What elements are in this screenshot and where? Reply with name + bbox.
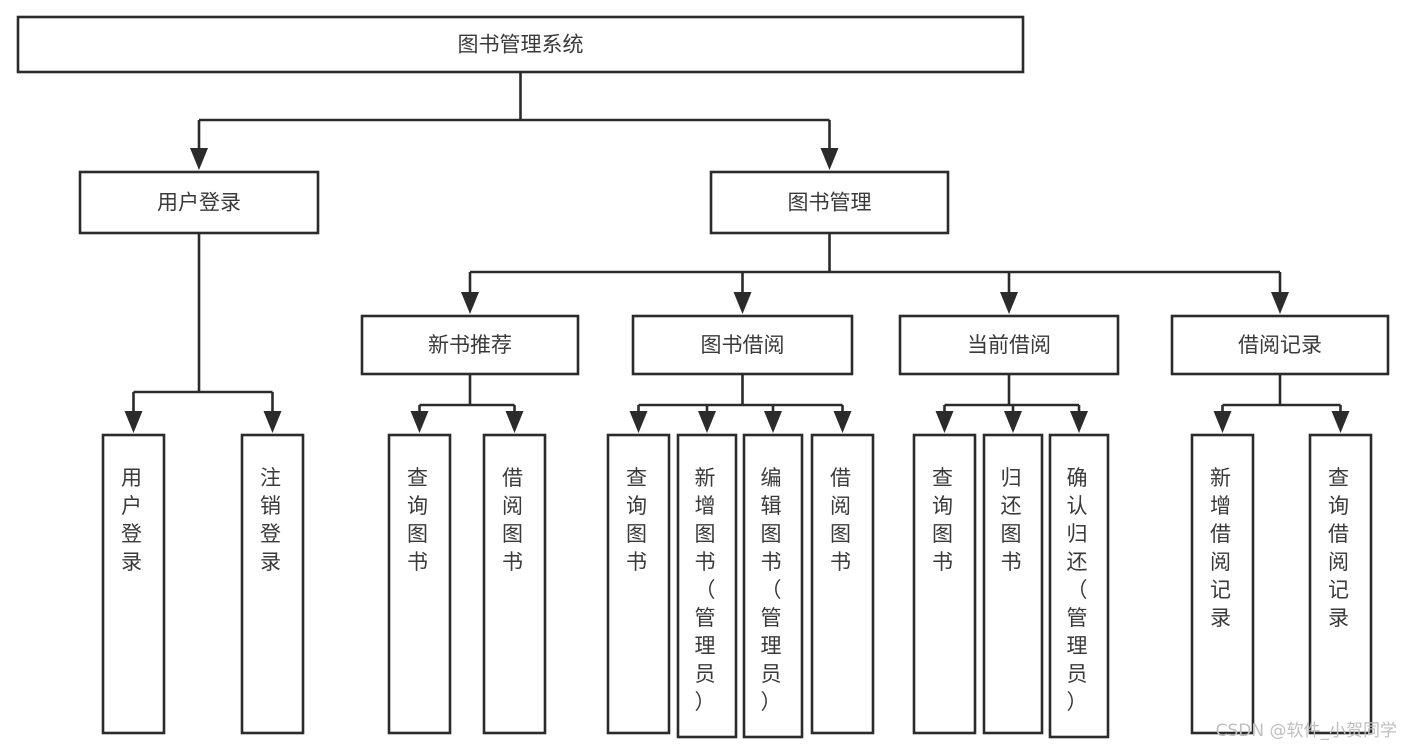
node-root-label: 图书管理系统	[458, 33, 584, 57]
node-box	[631, 314, 854, 376]
arrow-head-icon	[833, 411, 852, 433]
node-borrow-record[interactable]: 借阅记录	[1170, 314, 1390, 376]
arrow-head-icon	[764, 411, 782, 433]
arrow-head-icon	[1004, 411, 1022, 433]
node-box	[606, 433, 671, 735]
arrow-head-icon	[935, 411, 954, 433]
arrow-head-icon	[1000, 292, 1018, 314]
node-box	[898, 314, 1120, 376]
node-label-book-manage: 图书管理	[788, 191, 872, 215]
arrow-head-icon	[698, 411, 716, 433]
node-label-borrow-record: 借阅记录	[1238, 333, 1322, 357]
node-box	[16, 15, 1025, 74]
node-book-manage[interactable]: 图书管理	[709, 170, 950, 235]
node-leaf-user-login[interactable]: 用户登录	[101, 433, 166, 735]
node-box	[810, 433, 875, 735]
node-label-leaf-add-book: 新增图书（管理员）	[695, 466, 720, 714]
arrow-head-icon	[629, 411, 648, 433]
node-box	[360, 314, 580, 376]
node-label-current-borrow: 当前借阅	[967, 333, 1051, 357]
arrow-head-icon	[1070, 411, 1088, 433]
node-leaf-query-record[interactable]: 查询借阅记录	[1308, 433, 1373, 735]
node-box	[1190, 433, 1255, 735]
node-box	[101, 433, 166, 735]
arrow-head-icon	[505, 411, 524, 433]
arrow-head-icon	[1271, 292, 1289, 314]
connector-layer	[124, 72, 1350, 433]
node-leaf-borrow-book-2[interactable]: 借阅图书	[810, 433, 875, 735]
node-label-leaf-add-record: 新增借阅记录	[1210, 466, 1235, 630]
arrow-head-icon	[263, 411, 282, 433]
node-box	[482, 433, 547, 735]
arrow-head-icon	[461, 292, 479, 314]
arrow-head-icon	[1331, 411, 1350, 433]
arrow-head-icon	[190, 148, 208, 170]
node-label-leaf-user-login: 用户登录	[121, 466, 146, 574]
node-label-leaf-return-book: 归还图书	[1001, 466, 1026, 574]
node-label-leaf-edit-book: 编辑图书（管理员）	[761, 466, 786, 714]
node-label-leaf-query-book-2: 查询图书	[626, 466, 651, 574]
node-layer: 图书管理系统用户登录图书管理新书推荐图书借阅当前借阅借阅记录用户登录注销登录查询…	[16, 15, 1390, 739]
node-leaf-query-book-3[interactable]: 查询图书	[912, 433, 977, 735]
node-leaf-borrow-book-1[interactable]: 借阅图书	[482, 433, 547, 735]
node-box	[1308, 433, 1373, 735]
node-label-new-book-recommend: 新书推荐	[428, 333, 512, 357]
node-label-leaf-logout: 注销登录	[260, 466, 285, 574]
node-box	[742, 433, 804, 739]
node-leaf-confirm-return[interactable]: 确认归还（管理员）	[1048, 433, 1110, 739]
node-leaf-add-record[interactable]: 新增借阅记录	[1190, 433, 1255, 735]
node-leaf-logout[interactable]: 注销登录	[240, 433, 305, 735]
node-box	[387, 433, 452, 735]
node-leaf-return-book[interactable]: 归还图书	[982, 433, 1044, 735]
node-box	[240, 433, 305, 735]
node-box	[1048, 433, 1110, 739]
node-label-leaf-borrow-book-2: 借阅图书	[830, 466, 855, 574]
node-label-leaf-confirm-return: 确认归还（管理员）	[1067, 466, 1092, 714]
node-user-login[interactable]: 用户登录	[78, 170, 320, 235]
arrow-head-icon	[1213, 411, 1232, 433]
node-label-leaf-query-record: 查询借阅记录	[1328, 466, 1353, 630]
node-box	[982, 433, 1044, 735]
node-new-book-recommend[interactable]: 新书推荐	[360, 314, 580, 376]
arrow-head-icon	[410, 411, 429, 433]
node-leaf-query-book-1[interactable]: 查询图书	[387, 433, 452, 735]
node-label-leaf-query-book-3: 查询图书	[932, 466, 957, 574]
node-box	[676, 433, 738, 739]
node-label-book-borrow: 图书借阅	[701, 333, 785, 357]
arrow-head-icon	[124, 411, 143, 433]
node-leaf-query-book-2[interactable]: 查询图书	[606, 433, 671, 735]
node-box	[78, 170, 320, 235]
node-label-leaf-borrow-book-1: 借阅图书	[502, 466, 527, 574]
node-root-system[interactable]: 图书管理系统	[16, 15, 1025, 74]
arrow-head-icon	[733, 292, 752, 314]
node-leaf-add-book[interactable]: 新增图书（管理员）	[676, 433, 738, 739]
node-label-leaf-query-book-1: 查询图书	[407, 466, 432, 574]
node-current-borrow[interactable]: 当前借阅	[898, 314, 1120, 376]
node-box	[1170, 314, 1390, 376]
node-leaf-edit-book[interactable]: 编辑图书（管理员）	[742, 433, 804, 739]
arrow-head-icon	[820, 148, 839, 170]
node-label-user-login: 用户登录	[157, 191, 241, 215]
node-box	[912, 433, 977, 735]
node-box	[709, 170, 950, 235]
node-book-borrow[interactable]: 图书借阅	[631, 314, 854, 376]
